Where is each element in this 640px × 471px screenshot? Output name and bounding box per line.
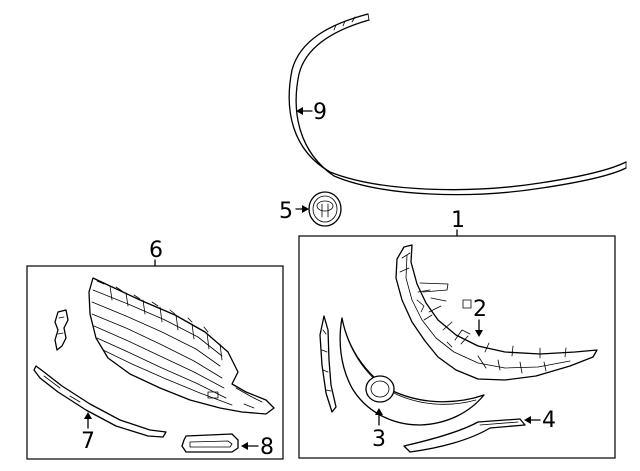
side-strip-icon <box>319 315 337 413</box>
grille-garnish-icon <box>339 317 485 426</box>
callout-9-label: 9 <box>313 100 327 125</box>
lower-trim-strip-icon <box>33 365 167 438</box>
callout-5: 5 <box>279 199 309 224</box>
lower-moulding-icon <box>403 418 526 453</box>
callout-1: 1 <box>451 208 465 237</box>
grille-frame-icon <box>395 244 598 381</box>
callout-2-label: 2 <box>473 297 487 322</box>
callout-8: 8 <box>241 435 274 460</box>
callout-9: 9 <box>296 100 327 125</box>
callout-7-label: 7 <box>81 429 95 454</box>
emblem-icon <box>308 191 342 227</box>
callout-8-label: 8 <box>260 435 274 460</box>
callout-6: 6 <box>149 238 163 267</box>
callout-6-label: 6 <box>149 238 163 263</box>
callout-2: 2 <box>473 297 487 337</box>
callout-3-label: 3 <box>372 427 386 452</box>
side-bracket-icon <box>54 309 69 351</box>
lower-grille-icon <box>88 277 275 415</box>
lower-garnish-clip-icon <box>181 433 239 453</box>
callout-4: 4 <box>524 408 556 433</box>
callout-5-label: 5 <box>279 199 293 224</box>
callout-7: 7 <box>81 412 95 454</box>
molding-icon <box>288 13 627 196</box>
callout-3: 3 <box>372 408 386 452</box>
callout-1-label: 1 <box>451 208 465 233</box>
callout-4-label: 4 <box>542 408 556 433</box>
